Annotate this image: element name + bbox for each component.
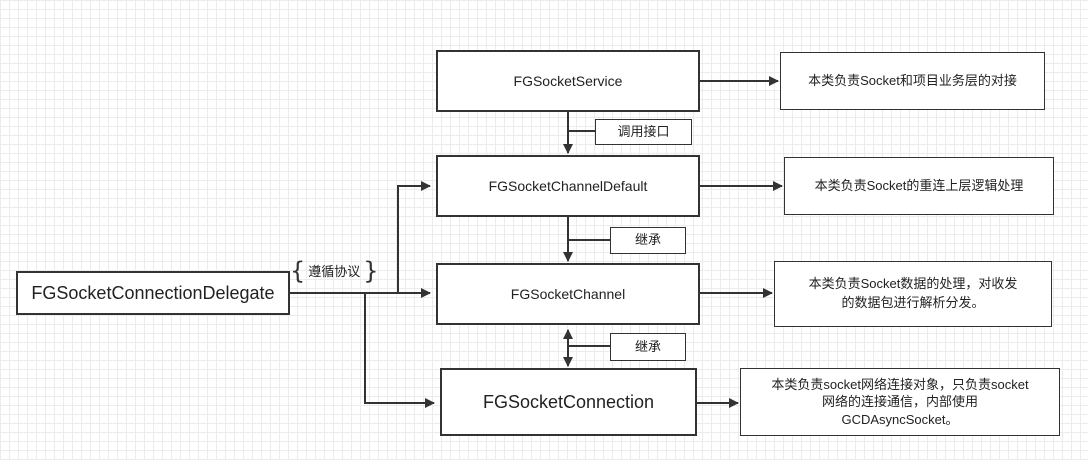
class-box-fgsocketservice: FGSocketService <box>436 50 700 112</box>
note-channel: 本类负责Socket数据的处理，对收发 的数据包进行解析分发。 <box>774 261 1052 327</box>
class-box-fgsocketconnectiondelegate: FGSocketConnectionDelegate <box>16 271 290 315</box>
class-name: FGSocketChannelDefault <box>488 177 648 194</box>
arrow-delegate-to-channel-default <box>397 181 431 293</box>
left-brace-icon: { <box>290 257 306 285</box>
class-name: FGSocketConnectionDelegate <box>31 282 275 303</box>
tag-call-interface: 调用接口 <box>595 119 692 145</box>
note-text-line: 的数据包进行解析分发。 <box>841 295 985 310</box>
tag-label: 继承 <box>634 338 661 354</box>
class-box-fgsocketchannel: FGSocketChannel <box>436 263 700 325</box>
note-text: 本类负责Socket和项目业务层的对接 <box>808 72 1017 88</box>
tag-inherit-2: 继承 <box>610 333 686 361</box>
label-follow-protocol: { 遵循协议 } <box>290 254 379 288</box>
note-connection: 本类负责socket网络连接对象，只负责socket 网络的连接通信，内部使用 … <box>740 368 1060 436</box>
note-text-line: GCDAsyncSocket。 <box>841 411 959 427</box>
class-box-fgsocketchanneldefault: FGSocketChannelDefault <box>436 155 700 217</box>
note-channel-default: 本类负责Socket的重连上层逻辑处理 <box>784 157 1054 215</box>
right-brace-icon: } <box>363 257 379 285</box>
note-text-line: 本类负责socket网络连接对象，只负责socket <box>771 376 1029 392</box>
class-name: FGSocketConnection <box>482 391 655 412</box>
tag-inherit-1: 继承 <box>610 227 686 254</box>
class-box-fgsocketconnection: FGSocketConnection <box>440 368 697 436</box>
note-text-line: 网络的连接通信，内部使用 <box>821 394 978 410</box>
note-service: 本类负责Socket和项目业务层的对接 <box>780 52 1045 110</box>
class-name: FGSocketChannel <box>510 285 626 302</box>
note-text-line: 本类负责Socket数据的处理，对收发 <box>808 276 1018 292</box>
tag-label: 继承 <box>634 232 661 248</box>
class-name: FGSocketService <box>513 72 623 89</box>
note-text: 本类负责Socket的重连上层逻辑处理 <box>814 177 1024 193</box>
arrow-delegate-to-connection <box>364 293 435 408</box>
tag-label: 调用接口 <box>617 123 670 139</box>
protocol-label: 遵循协议 <box>308 263 361 279</box>
